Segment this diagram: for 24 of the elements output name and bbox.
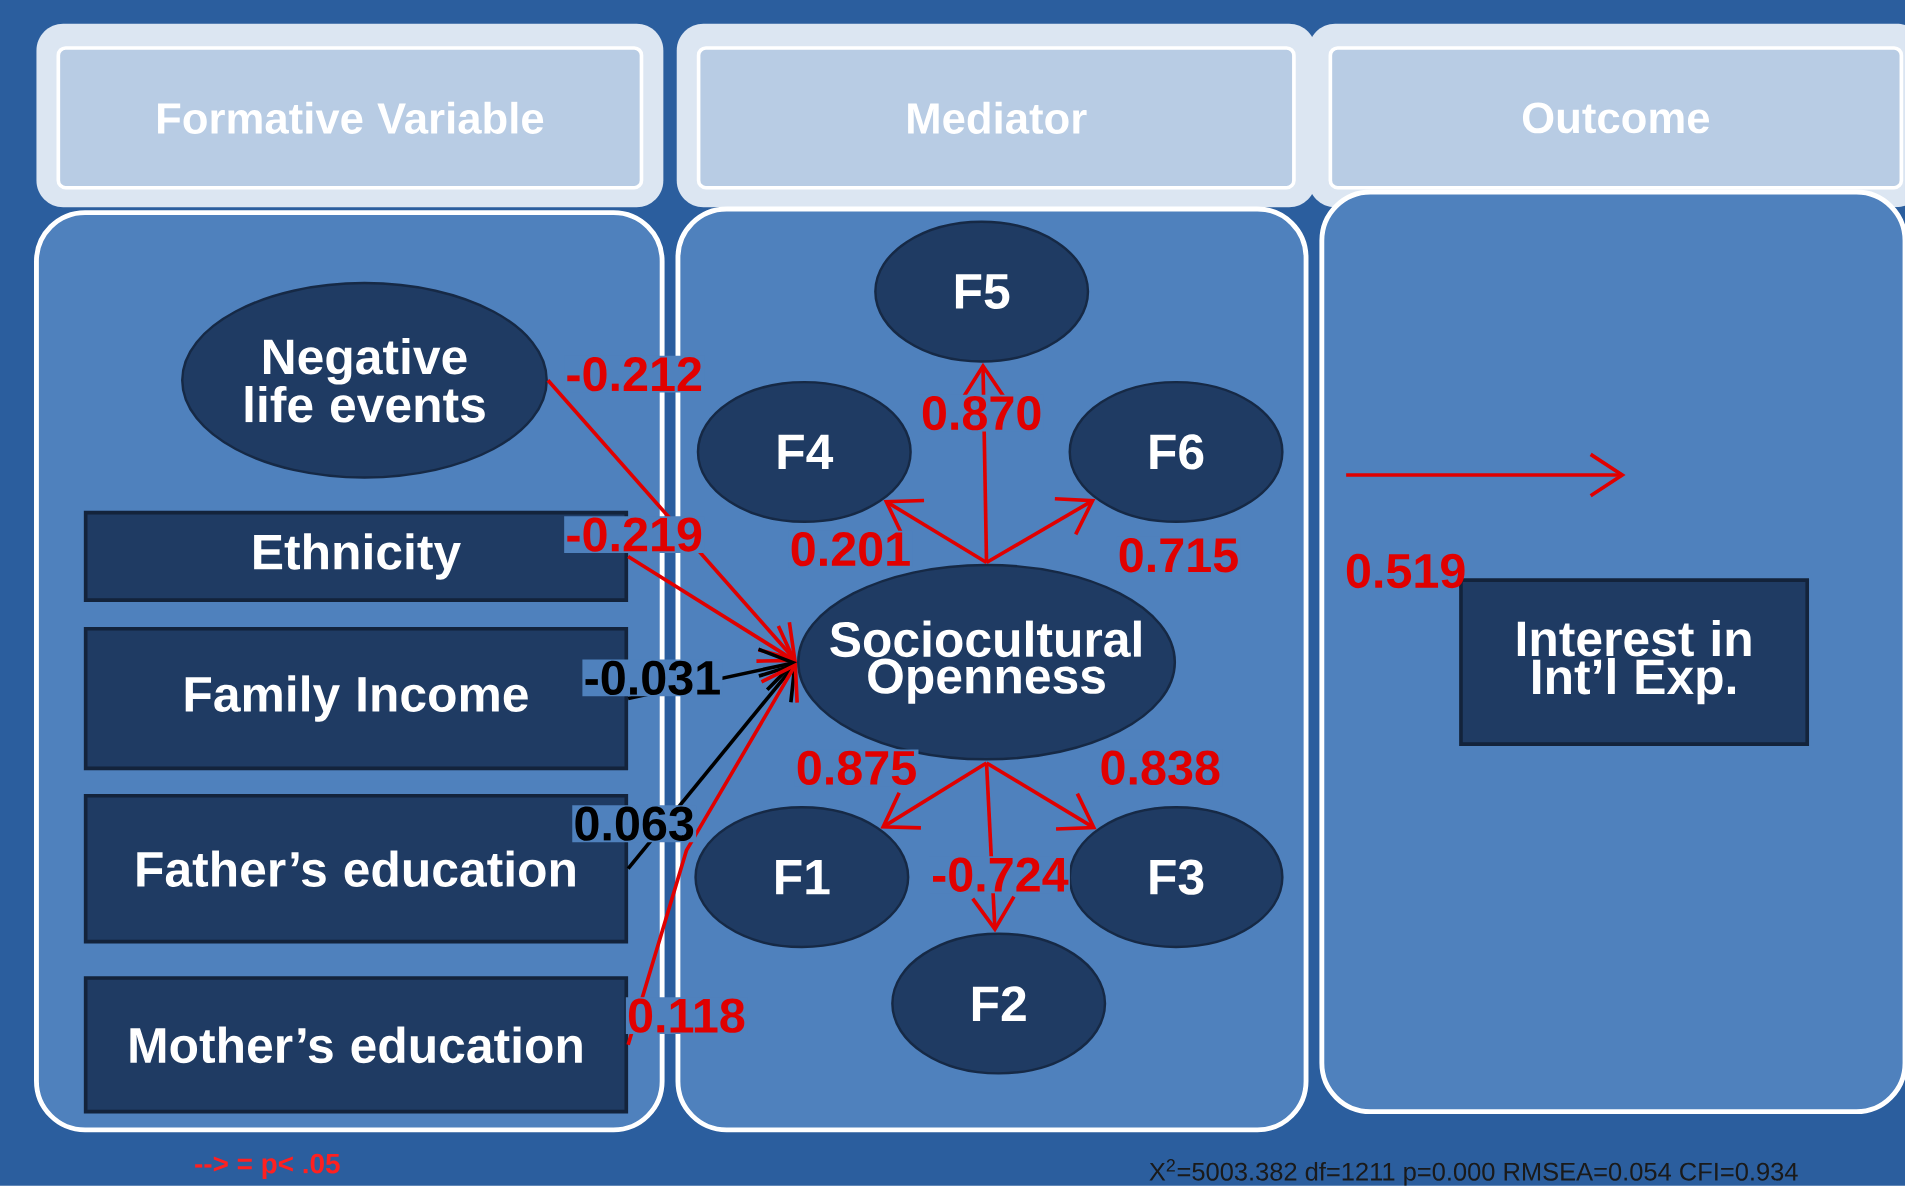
arrow: [985, 497, 1096, 565]
edge-label: -0.724: [929, 856, 1070, 894]
edge-label: 0.875: [794, 749, 919, 787]
edge-label: 0.201: [788, 530, 913, 568]
edge-label: 0.063: [572, 805, 697, 843]
node-label: Outcome: [1522, 102, 1710, 134]
significance-note: --> = p< .05: [195, 1153, 340, 1180]
edge-label: 0.870: [919, 394, 1044, 432]
edge-label: 0.118: [625, 997, 748, 1035]
column-header: Mediator: [676, 23, 1316, 208]
edge-label: -0.219: [564, 516, 705, 554]
arrow: [985, 761, 1097, 831]
arrow: [880, 761, 988, 830]
variable-box: Mother’s education: [83, 976, 629, 1114]
fit-statistics: X$^{2}$=5003.382 df=1211 p=0.000 RMSEA=0.054 CFI=0.934: [1149, 1159, 1798, 1186]
arrow: [883, 498, 988, 565]
edge-label: -0.031: [582, 659, 723, 697]
arrow: [546, 379, 797, 663]
edge-label: -0.212: [564, 355, 705, 393]
column-header: Formative Variable: [36, 23, 664, 208]
column-panel: [1319, 189, 1905, 1115]
arrow: [626, 662, 799, 1046]
node-label: Mediator: [908, 101, 1087, 135]
arrow: [627, 555, 797, 664]
